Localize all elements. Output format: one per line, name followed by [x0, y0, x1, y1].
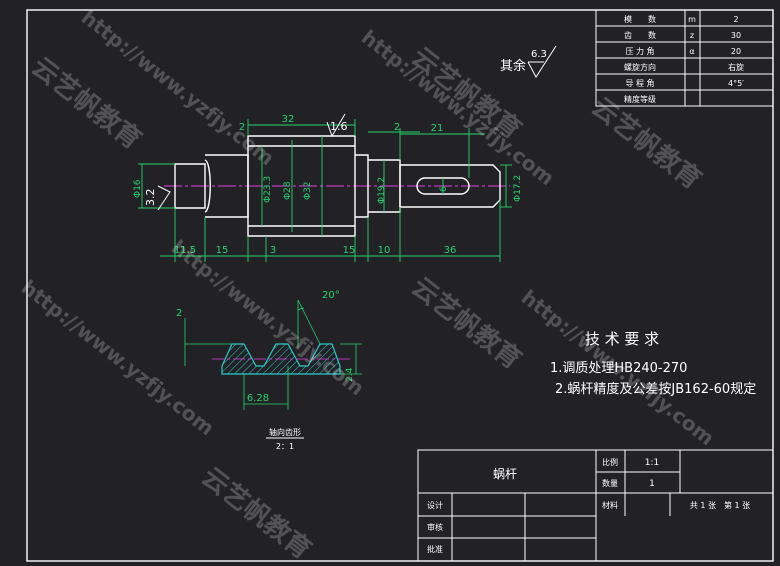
drawing-frame [26, 9, 774, 562]
roughness-symbol-icon [527, 45, 557, 78]
dim-top-21: 21 [431, 123, 444, 134]
dim-top-2-left: 2 [239, 122, 245, 133]
roughness-note-value: 6.3 [531, 49, 547, 60]
tooth-scale: 2：1 [276, 442, 294, 451]
dia-23-3: Φ23.3 [263, 176, 273, 203]
roughness-mark-1-6: 1.6 [330, 120, 348, 133]
param-name-0: 模 数 [624, 14, 656, 24]
approver-label: 批准 [427, 544, 443, 554]
checker-label: 审核 [427, 522, 443, 532]
tooth-height-dim: 2.4 [345, 367, 355, 382]
param-table-text: 模 数 m 2 齿 数 z 30 压 力 角 α 20 螺旋方向 右旋 导 程 … [624, 14, 744, 104]
dim-bottom-11-5: 11.5 [174, 245, 196, 256]
qty-value: 1 [649, 479, 655, 489]
dia-17-2: Φ17.2 [513, 175, 523, 202]
param-symbol-1: z [690, 31, 694, 40]
param-value-0: 2 [733, 15, 738, 24]
part-name: 蜗杆 [493, 466, 517, 481]
tooth-pitch-dim: 6.28 [247, 393, 269, 404]
roughness-mark-3-2-icon [157, 185, 171, 211]
param-name-4: 导 程 角 [625, 78, 654, 88]
dim-bottom-15-a: 15 [216, 245, 229, 256]
svg-text:云艺帆教育: 云艺帆教育 [406, 41, 528, 145]
svg-text:http://www.yzfjy.com: http://www.yzfjy.com [167, 235, 369, 400]
dia-16: Φ16 [133, 179, 143, 198]
param-value-4: 4°5′ [728, 79, 744, 88]
designer-label: 设计 [427, 500, 443, 510]
svg-text:云艺帆教育: 云艺帆教育 [26, 51, 148, 155]
dim-top-2-right: 2 [394, 122, 400, 133]
tooth-angle: 20° [322, 290, 340, 301]
dim-keyway: 6 [439, 186, 449, 192]
param-symbol-2: α [689, 47, 694, 56]
svg-text:云艺帆教育: 云艺帆教育 [406, 271, 528, 375]
tooth-profile-detail [184, 299, 362, 410]
dim-bottom-15-b: 15 [343, 245, 356, 256]
title-block [417, 449, 774, 562]
tech-heading: 技 术 要 求 [585, 330, 659, 348]
roughness-mark-3-2: 3.2 [144, 189, 157, 207]
param-name-1: 齿 数 [624, 30, 656, 40]
tech-item-1: 1.调质处理HB240-270 [550, 361, 687, 376]
material-label: 材料 [602, 500, 618, 510]
dia-32: Φ32 [303, 181, 313, 200]
scale-value: 1:1 [645, 458, 659, 468]
tooth-caption: 轴向齿形 [269, 427, 301, 437]
param-name-5: 精度等级 [624, 94, 656, 104]
svg-text:云艺帆教育: 云艺帆教育 [196, 461, 318, 565]
param-value-1: 30 [731, 31, 741, 40]
dimension-lines [138, 119, 512, 262]
param-name-3: 螺旋方向 [624, 62, 656, 72]
tooth-left-dim: 2 [176, 308, 182, 319]
roughness-mark-1-6-icon [326, 113, 346, 138]
dim-top-32: 32 [282, 114, 295, 125]
sheet-info: 共 1 张 第 1 张 [690, 500, 750, 510]
param-name-2: 压 力 角 [625, 46, 654, 56]
param-value-2: 20 [731, 47, 741, 56]
dim-bottom-10: 10 [378, 245, 391, 256]
roughness-note-prefix: 其余 [500, 58, 526, 74]
param-value-3: 右旋 [728, 62, 744, 72]
scale-label: 比例 [602, 457, 618, 467]
param-symbol-0: m [688, 15, 696, 24]
dia-19-2: Φ19.2 [377, 177, 387, 204]
svg-text:云艺帆教育: 云艺帆教育 [586, 91, 708, 195]
qty-label: 数量 [602, 478, 618, 488]
dim-bottom-36: 36 [444, 245, 457, 256]
svg-text:http://www.yzfjy.com: http://www.yzfjy.com [17, 275, 219, 440]
dia-28: Φ28 [283, 181, 293, 200]
tech-item-2: 2.蜗杆精度及公差按JB162-60规定 [555, 381, 756, 397]
dim-bottom-3: 3 [270, 245, 276, 256]
param-table [595, 9, 774, 107]
